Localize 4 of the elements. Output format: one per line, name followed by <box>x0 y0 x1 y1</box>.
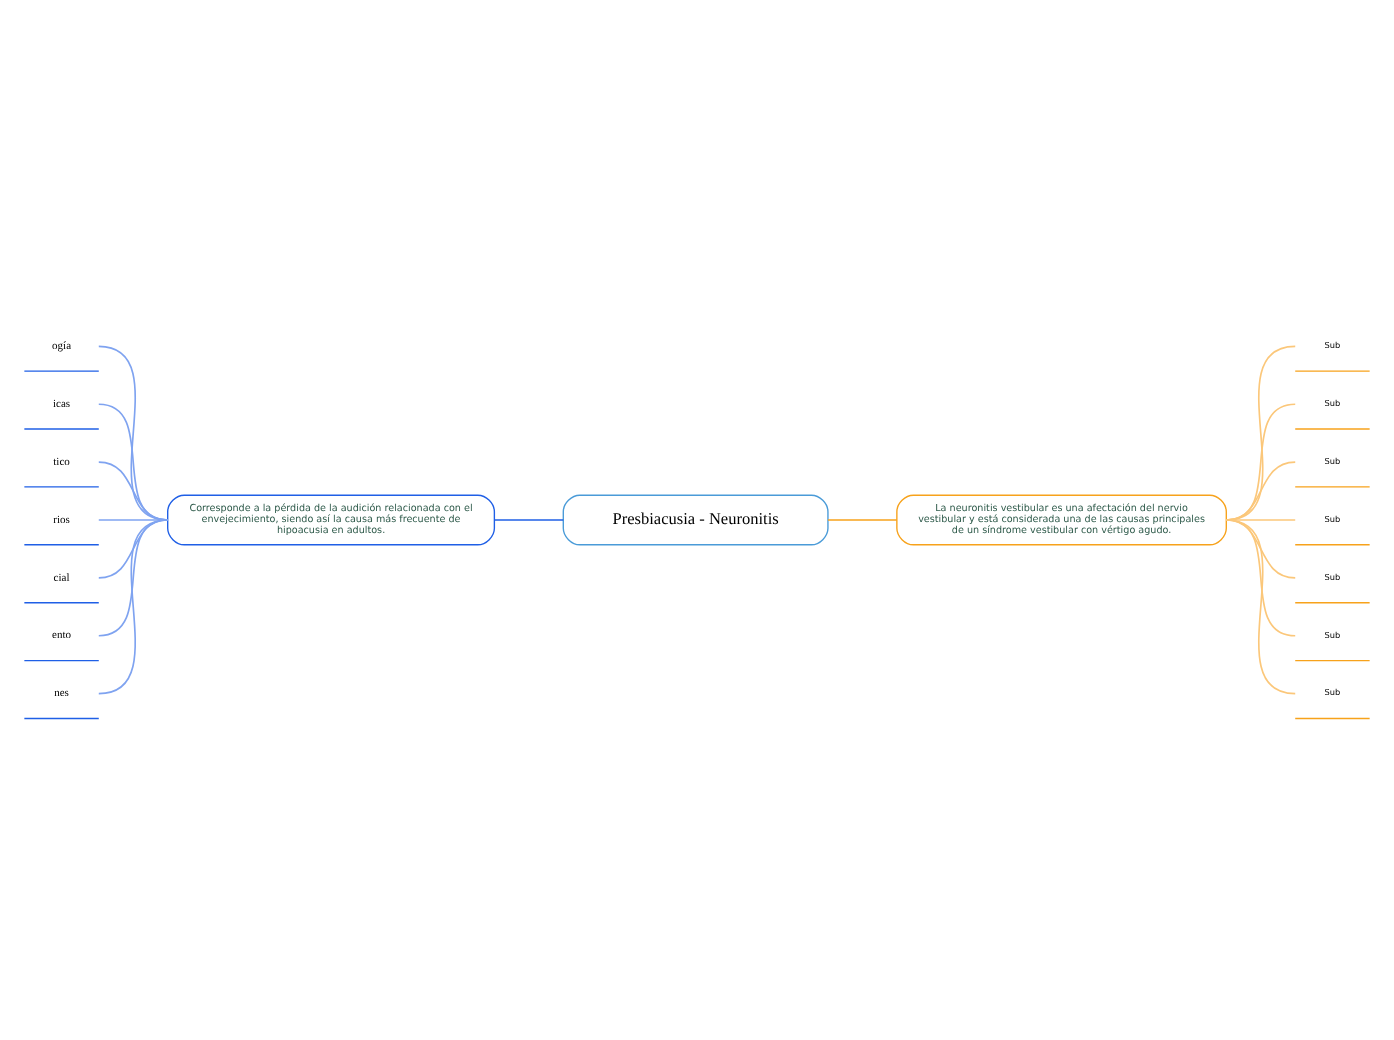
connector <box>97 519 169 695</box>
connector <box>827 519 898 521</box>
connector <box>493 519 565 521</box>
connector <box>1225 519 1297 695</box>
